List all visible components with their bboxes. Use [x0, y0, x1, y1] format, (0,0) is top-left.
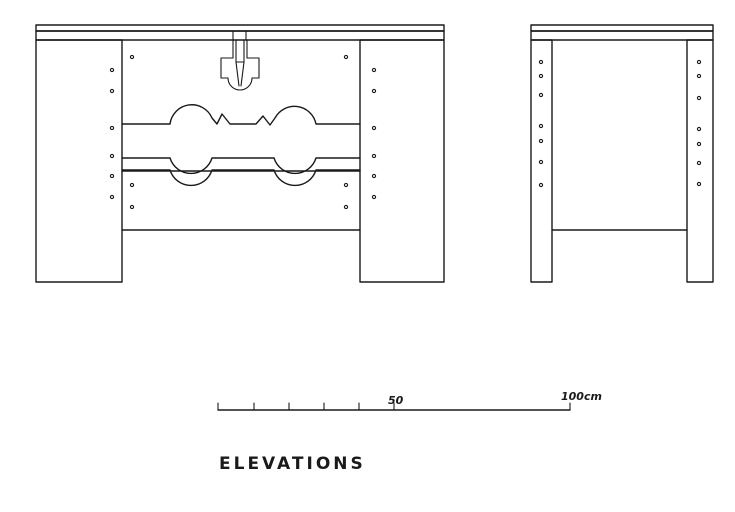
front-right-leg — [359, 39, 445, 283]
scale-label-100cm: 100cm — [561, 390, 602, 403]
front-top-board — [35, 30, 445, 41]
front-top-slab — [35, 24, 445, 32]
front-elevation — [35, 24, 445, 283]
side-left-leg-pegs — [538, 59, 544, 188]
front-left-leg-pegs — [109, 67, 115, 200]
side-right-leg — [686, 39, 714, 283]
scale-bar-ticks — [217, 402, 571, 411]
side-left-leg — [530, 39, 553, 283]
front-left-leg — [35, 39, 123, 283]
side-top-slab — [530, 24, 714, 32]
drawing-title: ELEVATIONS — [219, 454, 366, 474]
side-right-leg-pegs — [696, 59, 702, 187]
front-lower-rail — [121, 169, 361, 187]
scale-bar: 50 100cm — [217, 390, 602, 411]
front-upper-rail — [121, 104, 361, 175]
side-elevation — [530, 24, 714, 283]
front-right-leg-pegs — [371, 67, 377, 200]
front-apron-pegs — [129, 54, 349, 210]
scale-label-50: 50 — [388, 394, 404, 407]
lock-plate-icon — [220, 30, 260, 91]
side-top-board — [530, 30, 714, 41]
